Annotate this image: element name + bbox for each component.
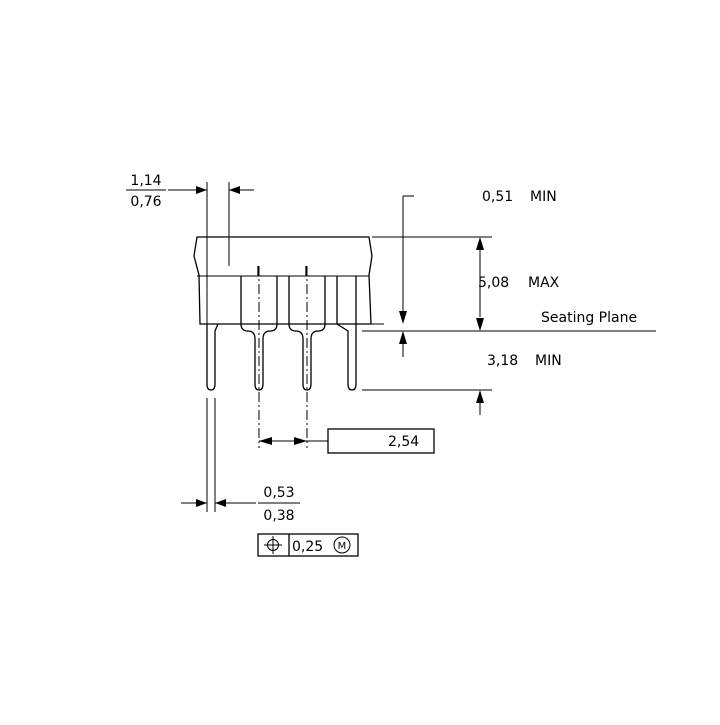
lead-width-min: 0,38 xyxy=(263,508,294,524)
lead-2 xyxy=(240,276,278,391)
lead-length-value: 3,18 xyxy=(487,353,518,369)
lead-shoulder-max: 1,14 xyxy=(130,173,161,189)
seating-plane: Seating Plane xyxy=(362,310,656,332)
position-tolerance-frame: 0,25 M xyxy=(257,533,359,557)
lead-3 xyxy=(288,276,326,391)
standoff-dimension: 0,51 MIN xyxy=(399,189,557,357)
lead-length-dimension: 3,18 MIN xyxy=(362,353,562,415)
standoff-qualifier: MIN xyxy=(530,189,557,205)
pitch-value: 2,54 xyxy=(388,434,419,450)
lead-shoulder-dimension: 1,14 0,76 xyxy=(126,173,254,324)
package-body xyxy=(193,236,373,325)
body-height-value: 5,08 xyxy=(478,275,509,291)
pitch-basic-box xyxy=(327,428,435,454)
lead-shoulder-min: 0,76 xyxy=(130,194,161,210)
body-height-qualifier: MAX xyxy=(528,275,560,291)
lead-width-dimension: 0,53 0,38 xyxy=(181,398,300,524)
position-symbol-icon xyxy=(264,536,282,554)
mmc-modifier: M xyxy=(338,541,347,552)
seating-plane-label: Seating Plane xyxy=(541,310,637,326)
standoff-value: 0,51 xyxy=(482,189,513,205)
lead-1 xyxy=(206,323,219,391)
lead-length-qualifier: MIN xyxy=(535,353,562,369)
lead-4 xyxy=(336,276,357,391)
lead-width-max: 0,53 xyxy=(263,485,294,501)
max-material-condition-icon: M xyxy=(333,536,351,554)
body-height-dimension: 5,08 MAX xyxy=(372,236,560,331)
position-tolerance-value: 0,25 xyxy=(292,539,323,555)
pitch-dimension: 2,54 xyxy=(259,428,435,454)
